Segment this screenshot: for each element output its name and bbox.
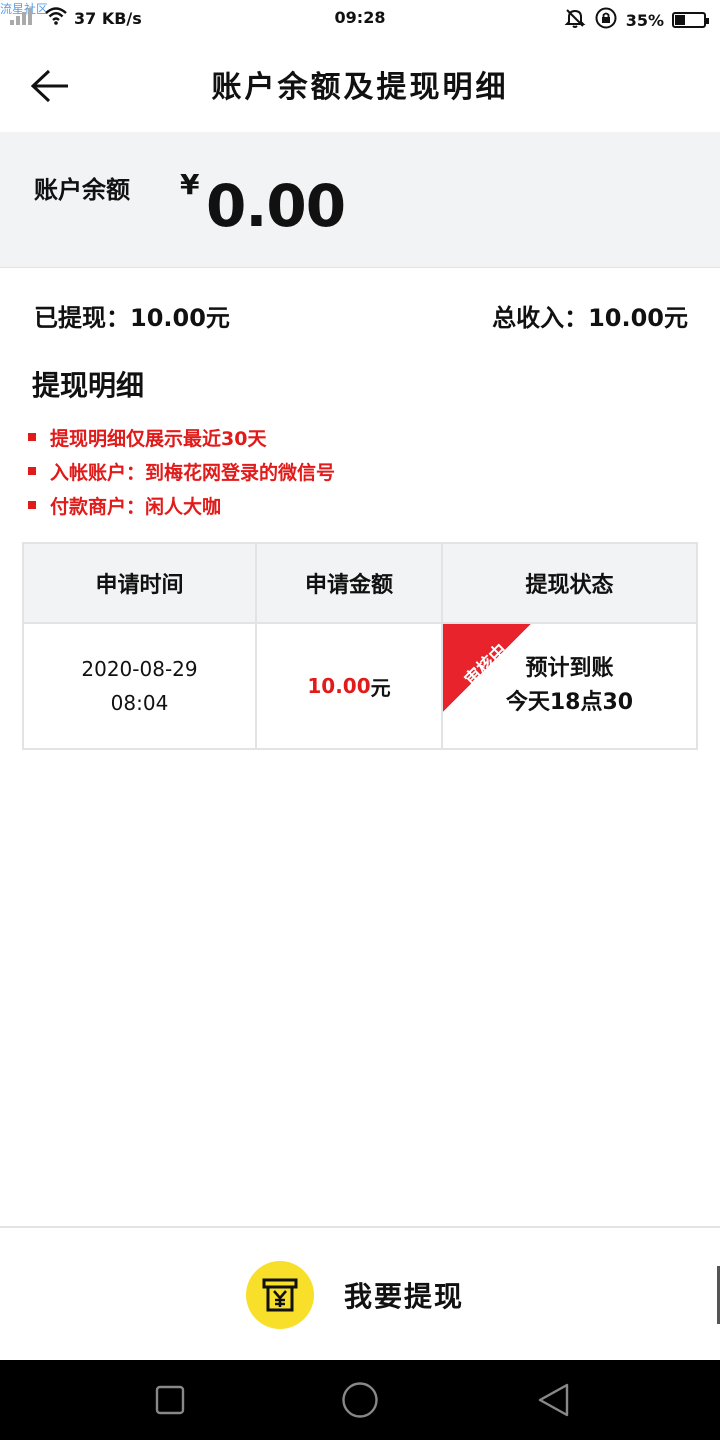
header: 账户余额及提现明细: [0, 36, 720, 132]
status-bar: 流星社区 37 KB/s 09:28: [0, 0, 720, 36]
back-button[interactable]: [26, 62, 74, 110]
amount-unit: 元: [370, 675, 391, 700]
notes-list: 提现明细仅展示最近30天 入帐账户：到梅花网登录的微信号 付款商户：闲人大咖: [28, 420, 335, 522]
rotation-lock-icon: [594, 6, 618, 34]
balance-amount: 0.00: [206, 172, 346, 240]
balance-card: 账户余额 ¥ 0.00: [0, 132, 720, 268]
total-income-summary: 总收入：10.00元: [492, 304, 688, 332]
apply-clock: 08:04: [110, 691, 169, 715]
note-item: 入帐账户：到梅花网登录的微信号: [28, 454, 335, 488]
header-status: 提现状态: [525, 573, 614, 598]
bullet-icon: [28, 501, 36, 509]
wifi-icon: [44, 6, 68, 30]
balance-label: 账户余额: [34, 176, 130, 204]
status-line-1: 预计到账: [525, 656, 614, 681]
recent-apps-button[interactable]: [148, 1378, 192, 1422]
withdraw-label: 我要提现: [344, 1280, 465, 1313]
table-header-row: 申请时间 申请金额 提现状态: [24, 544, 696, 624]
cell-status: 审核中 预计到账 今天18点30: [443, 624, 696, 748]
note-text: 提现明细仅展示最近30天: [50, 427, 267, 450]
triangle-back-icon: [538, 1383, 569, 1417]
status-left: 37 KB/s: [8, 6, 142, 30]
amount-value: 10.00: [307, 674, 371, 698]
cash-box-icon: [246, 1261, 314, 1329]
status-right: 35%: [564, 6, 709, 34]
battery-fill: [675, 15, 685, 25]
header-apply-amount: 申请金额: [257, 544, 443, 622]
page-title: 账户余额及提现明细: [211, 70, 509, 105]
status-ribbon: 审核中: [443, 624, 531, 712]
ribbon-background: [443, 624, 531, 712]
network-speed: 37 KB/s: [74, 8, 142, 28]
header-apply-time: 申请时间: [24, 544, 257, 622]
cell-apply-time: 2020-08-29 08:04: [24, 624, 257, 748]
bullet-icon: [28, 467, 36, 475]
nav-back-button[interactable]: [532, 1378, 576, 1422]
bullet-icon: [28, 433, 36, 441]
note-text: 入帐账户：到梅花网登录的微信号: [50, 461, 336, 484]
withdrawn-summary: 已提现：10.00元: [34, 304, 230, 332]
system-nav-bar: [0, 1360, 720, 1440]
home-button[interactable]: [338, 1378, 382, 1422]
bell-off-icon: [564, 7, 586, 33]
battery-icon: [672, 12, 709, 28]
circle-icon: [342, 1382, 378, 1418]
status-time: 09:28: [334, 8, 386, 27]
apply-date: 2020-08-29: [81, 657, 198, 681]
balance-currency: ¥: [180, 168, 200, 201]
bottom-divider: [0, 1226, 720, 1228]
watermark: 流星社区: [0, 2, 49, 16]
battery-text: 35%: [625, 10, 664, 30]
square-icon: [155, 1385, 185, 1415]
scrollbar[interactable]: [717, 1266, 720, 1324]
signal-icon: [8, 6, 38, 30]
withdraw-button[interactable]: 我要提现: [246, 1260, 464, 1330]
note-text: 付款商户：闲人大咖: [50, 495, 222, 518]
details-title: 提现明细: [32, 369, 145, 402]
note-item: 付款商户：闲人大咖: [28, 488, 335, 522]
note-item: 提现明细仅展示最近30天: [28, 420, 335, 454]
arrow-left-icon: [30, 69, 68, 103]
